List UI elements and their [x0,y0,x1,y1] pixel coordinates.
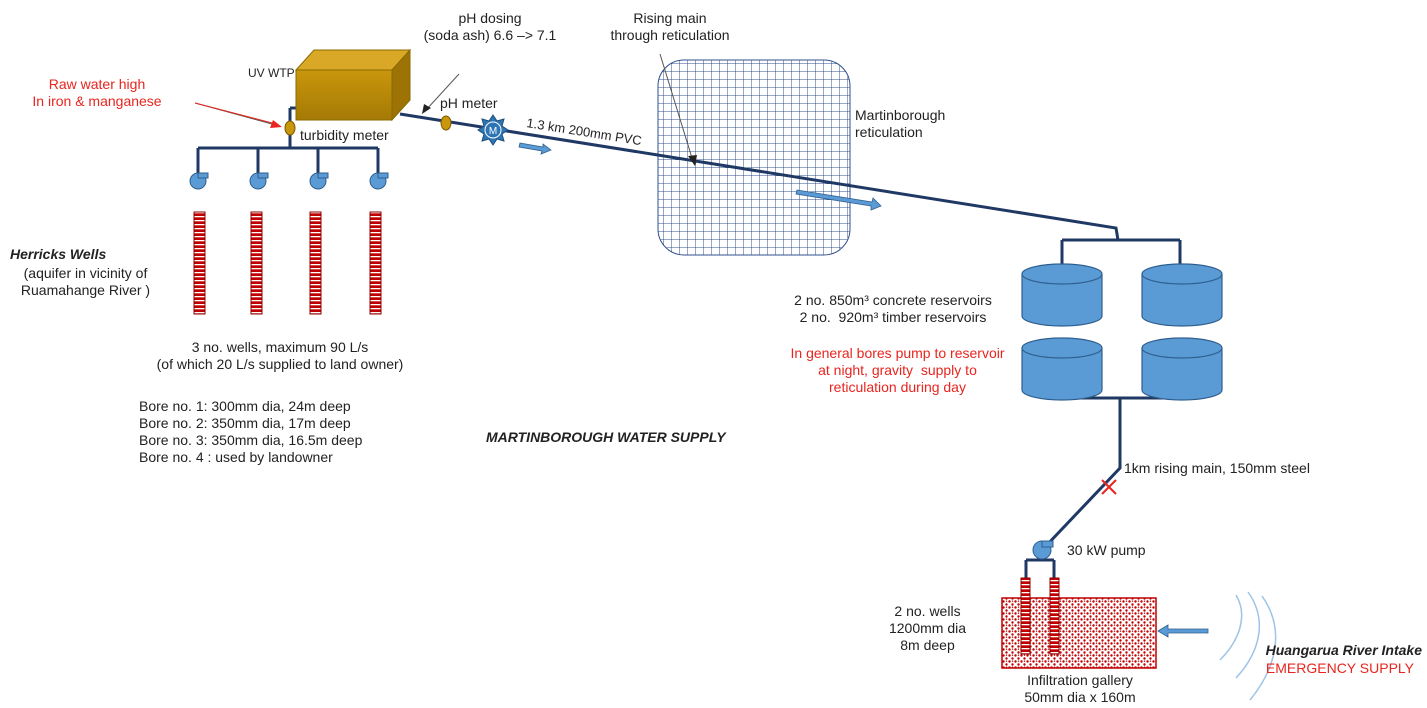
reservoir-note-line-3: reticulation during day [829,379,966,395]
reservoirs-line-1: 2 no. 850m³ concrete reservoirs [794,292,992,308]
callout-arrowhead-grid [688,155,697,166]
gallery-wells-line-3: 8m deep [900,637,955,653]
reservoirs-label: 2 no. 850m³ concrete reservoirs 2 no. 92… [768,292,1018,326]
rising-main-line-2: through reticulation [610,27,730,43]
reticulation-label: Martinborough reticulation [855,107,945,141]
diagram-title: MARTINBOROUGH WATER SUPPLY [486,429,726,445]
infiltration-line-1: Infiltration gallery [1027,672,1133,688]
flow-arrows [518,142,1209,638]
valve-cross-icon [1101,479,1117,495]
gallery-wells [1020,577,1060,655]
flow-meter-symbol: M [489,126,497,137]
raw-water-note: Raw water high In iron & manganese [32,76,162,110]
rising-main-steel-label: 1km rising main, 150mm steel [1124,460,1310,476]
reservoirs-line-2: 2 no. 920m³ timber reservoirs [799,309,987,325]
wells-summary: 3 no. wells, maximum 90 L/s (of which 20… [125,339,435,373]
rising-main-line-1: Rising main [633,10,707,26]
ph-dosing-line-2: (soda ash) 6.6 –> 7.1 [423,27,557,43]
bore-columns [193,211,382,315]
reticulation-grid [657,59,851,256]
gallery-wells-line-2: 1200mm dia [888,620,967,636]
wells-summary-line-1: 3 no. wells, maximum 90 L/s [191,339,369,355]
ph-dosing-line-1: pH dosing [458,10,522,26]
raw-water-line-2: In iron & manganese [32,93,162,109]
uv-wtp-label: UV WTP [248,66,295,80]
bore-item-4: Bore no. 4 : used by landowner [139,449,333,465]
herricks-wells-subtitle: (aquifer in vicinity of Ruamahange River… [8,265,163,299]
herricks-sub-line-1: (aquifer in vicinity of [23,265,148,281]
turbidity-meter-label: turbidity meter [300,127,389,143]
uv-wtp-box [294,48,412,122]
ph-sensor-icon [440,115,452,131]
river-intake-label: Huangarua River Intake [1265,642,1422,658]
bore-item-2: Bore no. 2: 350mm dia, 17m deep [139,415,351,431]
infiltration-line-2: 50mm dia x 160m [1024,689,1136,705]
well-pumps [189,172,389,190]
raw-water-arrow-line [194,102,277,125]
emergency-supply-label: EMERGENCY SUPPLY [1265,660,1414,676]
ph-dosing-label: pH dosing (soda ash) 6.6 –> 7.1 [410,10,570,44]
infiltration-gallery-label: Infiltration gallery 50mm dia x 160m [990,672,1170,706]
turbidity-sensor-icon [284,120,296,136]
reservoir-note-line-2: at night, gravity supply to [818,362,977,378]
reservoir-cylinders [1021,263,1223,401]
ph-meter-label: pH meter [440,95,498,111]
callout-arrowhead-wtp [422,104,431,114]
gallery-wells-line-1: 2 no. wells [894,603,961,619]
reticulation-line-1: Martinborough [855,107,946,123]
bore-item-1: Bore no. 1: 300mm dia, 24m deep [139,398,351,414]
raw-water-line-1: Raw water high [48,76,146,92]
bore-item-3: Bore no. 3: 350mm dia, 16.5m deep [139,432,363,448]
gallery-wells-label: 2 no. wells 1200mm dia 8m deep [870,603,985,654]
rising-main-reticulation-label: Rising main through reticulation [590,10,750,44]
herricks-wells-title: Herricks Wells [10,246,107,262]
wells-summary-line-2: (of which 20 L/s supplied to land owner) [156,356,404,372]
reservoir-note-line-1: In general bores pump to reservoir [790,345,1005,361]
river-curves-icon [1219,591,1277,701]
rising-main-pipe [399,112,1120,241]
bore-list: Bore no. 1: 300mm dia, 24m deep Bore no.… [139,398,362,466]
herricks-sub-line-2: Ruamahange River ) [20,282,151,298]
reservoir-operation-note: In general bores pump to reservoir at ni… [770,345,1025,396]
flow-meter-icon [477,114,509,146]
reticulation-line-2: reticulation [855,124,923,140]
pump-label: 30 kW pump [1067,542,1146,558]
main-pump-icon [1032,540,1054,560]
